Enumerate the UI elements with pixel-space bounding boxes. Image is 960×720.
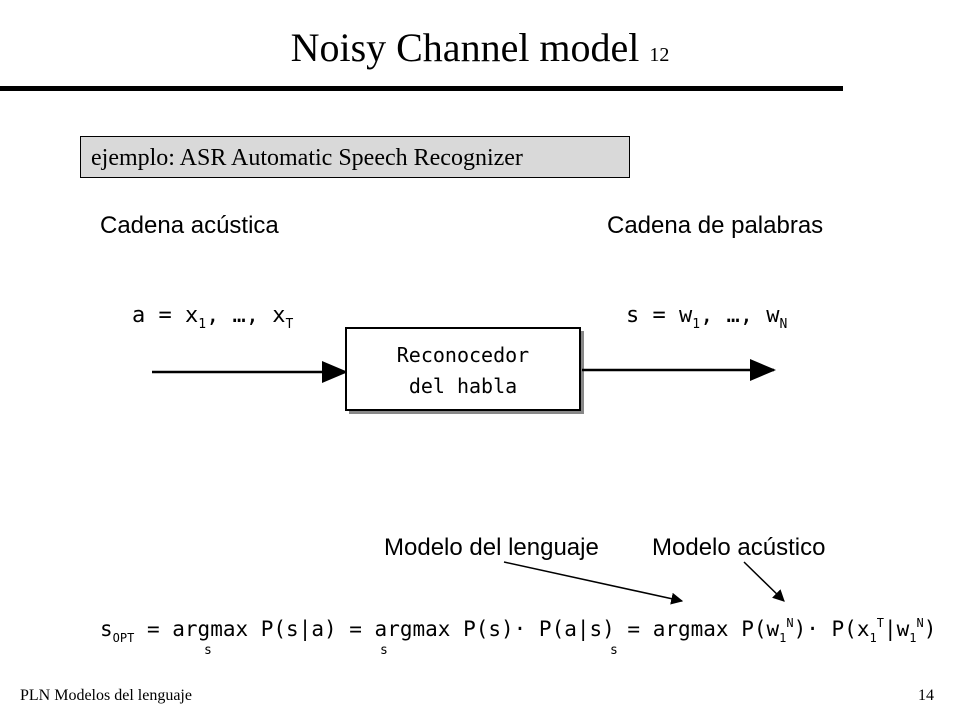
output-expression: s = w1, …, wN (626, 303, 787, 332)
word-chain-label: Cadena de palabras (607, 212, 824, 239)
acoustic-model-label: Modelo acústico (652, 534, 826, 561)
slide-title: Noisy Channel model 12 (0, 24, 960, 79)
footer-course: PLN Modelos del lenguaje (20, 687, 192, 704)
recognizer-box-line2: del habla (409, 374, 517, 398)
output-arrow-head (750, 359, 776, 381)
recognizer-box (345, 327, 581, 411)
page-number: 14 (918, 687, 934, 704)
svg-text:s: s (610, 643, 618, 658)
input-arrow-head (322, 361, 348, 383)
slide-title-number: 12 (649, 44, 670, 66)
acoustic-model-pointer (743, 561, 785, 602)
language-model-label: Modelo del lenguaje (384, 534, 599, 561)
decision-formula: sOPT = argmax P(s|a) = argmax P(s)· P(a|… (100, 616, 936, 658)
example-box: ejemplo: ASR Automatic Speech Recognizer (80, 136, 630, 178)
language-model-pointer (503, 561, 684, 605)
slide-title-text: Noisy Channel model (290, 25, 640, 70)
svg-text:s: s (204, 643, 212, 658)
svg-text:s: s (380, 643, 388, 658)
acoustic-chain-label: Cadena acústica (100, 212, 279, 239)
recognizer-box-line1: Reconocedor (397, 343, 529, 367)
title-divider (0, 86, 843, 91)
svg-text:sOPT = argmax P(s|a) = argmax: sOPT = argmax P(s|a) = argmax P(s)· P(a|… (100, 616, 936, 645)
input-expression: a = x1, …, xT (132, 303, 294, 332)
